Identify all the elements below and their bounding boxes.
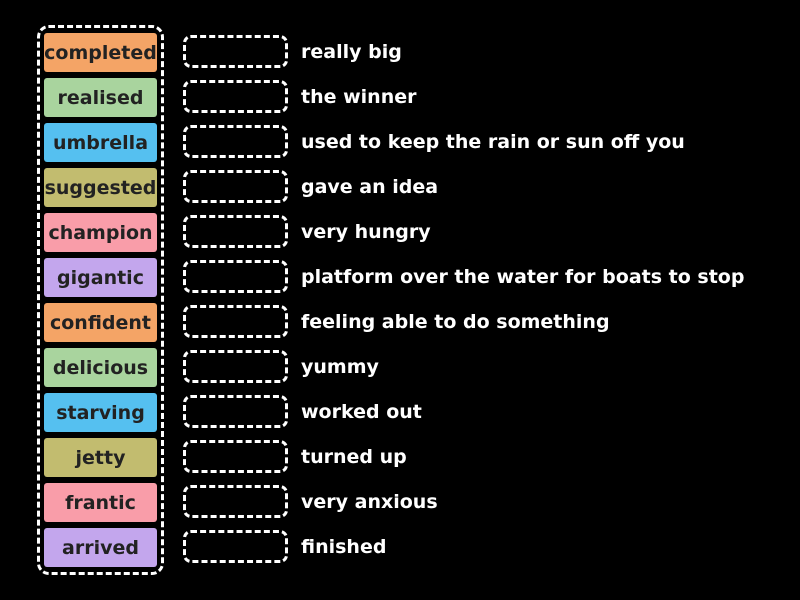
match-row: turned up [183,434,744,479]
definition-text: very anxious [301,490,438,513]
word-tile[interactable]: starving [44,393,157,432]
match-row: used to keep the rain or sun off you [183,119,744,164]
match-row: yummy [183,344,744,389]
match-row: really big [183,29,744,74]
word-tile[interactable]: suggested [44,168,157,207]
word-tile[interactable]: completed [44,33,157,72]
word-tile[interactable]: jetty [44,438,157,477]
match-row: feeling able to do something [183,299,744,344]
match-row: very hungry [183,209,744,254]
drop-zone[interactable] [183,80,288,113]
definition-text: really big [301,40,402,63]
word-tile[interactable]: champion [44,213,157,252]
drop-zone[interactable] [183,125,288,158]
definition-text: platform over the water for boats to sto… [301,265,745,288]
drop-zone[interactable] [183,530,288,563]
definition-list: really big the winner used to keep the r… [183,29,744,569]
drop-zone[interactable] [183,305,288,338]
match-row: the winner [183,74,744,119]
word-tile[interactable]: delicious [44,348,157,387]
drop-zone[interactable] [183,215,288,248]
word-tile[interactable]: umbrella [44,123,157,162]
drop-zone[interactable] [183,35,288,68]
word-tile[interactable]: confident [44,303,157,342]
match-row: platform over the water for boats to sto… [183,254,744,299]
definition-text: finished [301,535,387,558]
word-bank: completed realised umbrella suggested ch… [37,25,164,575]
definition-text: used to keep the rain or sun off you [301,130,685,153]
word-tile[interactable]: frantic [44,483,157,522]
drop-zone[interactable] [183,260,288,293]
match-row: finished [183,524,744,569]
drop-zone[interactable] [183,395,288,428]
drop-zone[interactable] [183,485,288,518]
drop-zone[interactable] [183,350,288,383]
match-row: worked out [183,389,744,434]
drop-zone[interactable] [183,170,288,203]
definition-text: the winner [301,85,417,108]
word-tile[interactable]: gigantic [44,258,157,297]
definition-text: yummy [301,355,379,378]
drop-zone[interactable] [183,440,288,473]
definition-text: feeling able to do something [301,310,610,333]
definition-text: worked out [301,400,422,423]
match-row: gave an idea [183,164,744,209]
match-row: very anxious [183,479,744,524]
definition-text: gave an idea [301,175,439,198]
word-tile[interactable]: arrived [44,528,157,567]
definition-text: very hungry [301,220,431,243]
word-tile[interactable]: realised [44,78,157,117]
definition-text: turned up [301,445,407,468]
